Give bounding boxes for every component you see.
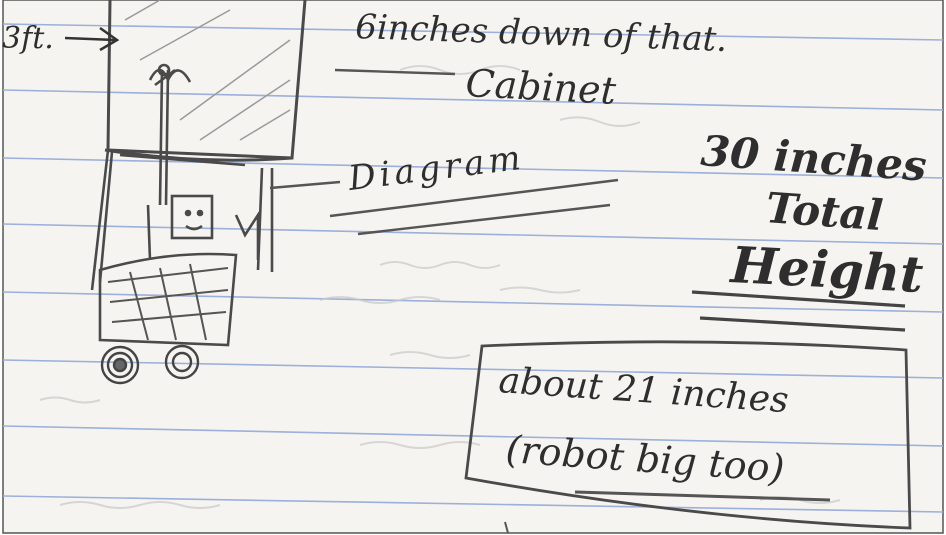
height-mark-label: 3ft. (2, 21, 54, 56)
total-height-line2: Total (764, 183, 884, 240)
cabinet-label: Cabinet (465, 61, 618, 113)
total-height-line3: Height (727, 235, 924, 304)
